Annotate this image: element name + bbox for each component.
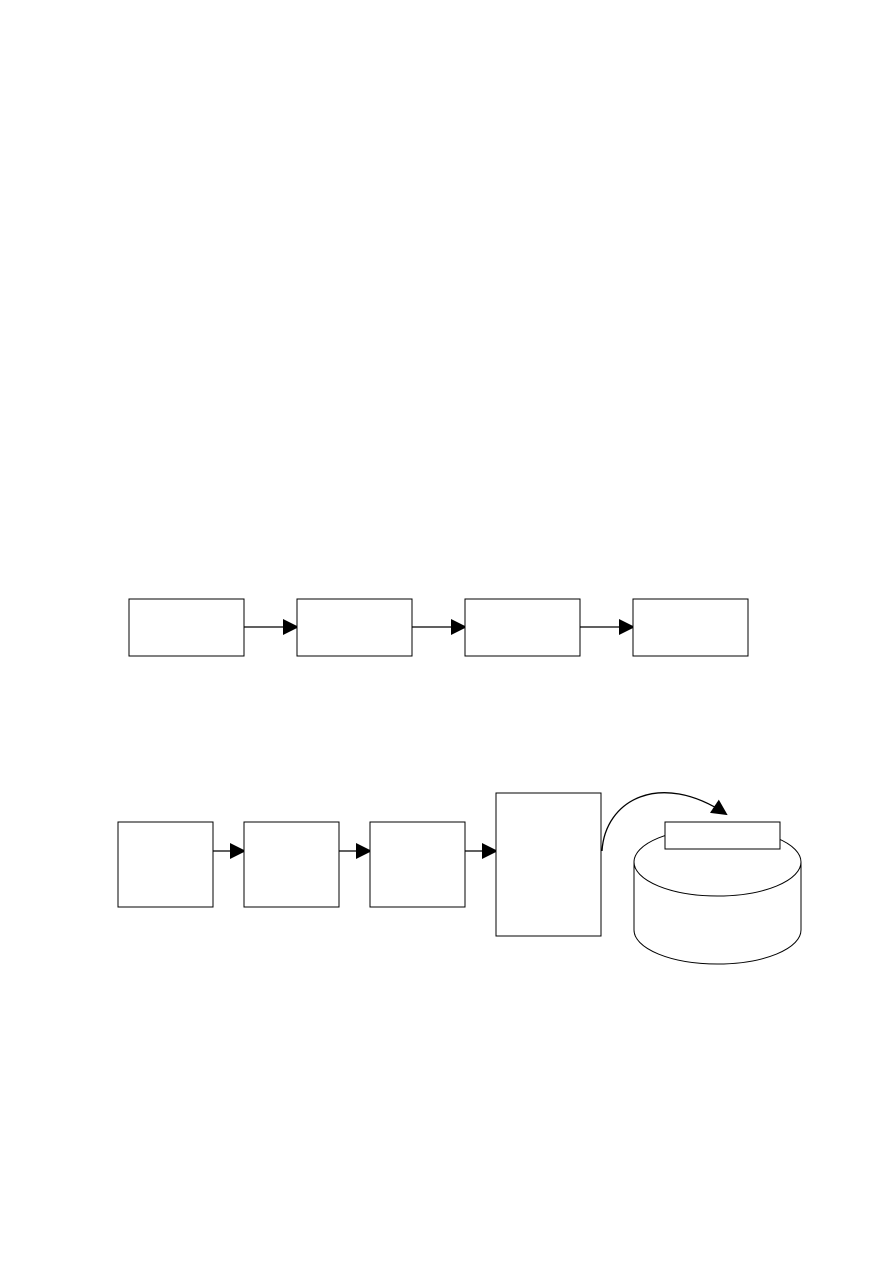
top-flow-box-2 xyxy=(296,598,413,657)
top-flow-box-3 xyxy=(464,598,581,657)
bottom-flow-box-3 xyxy=(369,821,466,908)
bottom-flow xyxy=(117,792,802,965)
top-flow-box-4 xyxy=(632,598,749,657)
bottom-flow-tall-box xyxy=(495,792,602,937)
top-flow xyxy=(128,598,749,657)
bottom-flow-box-1 xyxy=(117,821,214,908)
top-flow-box-1 xyxy=(128,598,245,657)
bottom-flow-box-2 xyxy=(243,821,340,908)
storage-tab xyxy=(664,821,781,850)
storage-curved-arrow xyxy=(601,792,728,852)
